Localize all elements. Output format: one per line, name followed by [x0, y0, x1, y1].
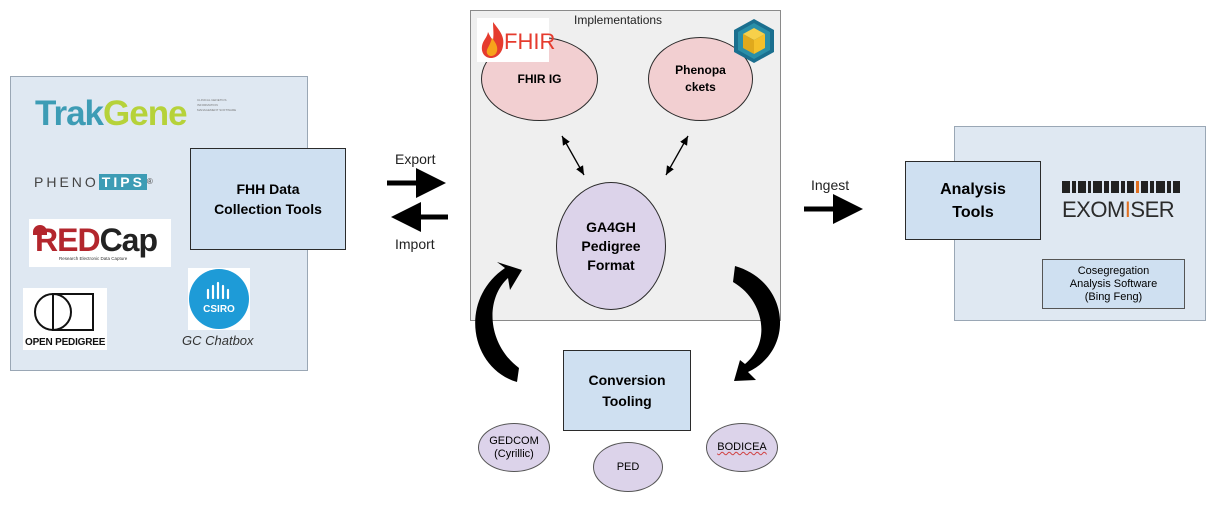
export-label: Export: [395, 151, 436, 167]
conversion-line1: Conversion: [588, 371, 666, 388]
conversion-line2: Tooling: [602, 392, 652, 409]
csiro-icon: CSIRO: [189, 269, 249, 329]
trakgene-logo-part1: Trak: [35, 94, 104, 133]
conversion-tooling-box: Conversion Tooling: [563, 350, 691, 431]
fhh-data-collection-tools-box: FHH Data Collection Tools: [190, 148, 346, 250]
redcap-hat-icon: [33, 225, 47, 235]
ingest-label: Ingest: [811, 177, 850, 193]
coseg-line1: Cosegregation: [1077, 264, 1150, 277]
redcap-subtitle: Research Electronic Data Capture: [59, 256, 128, 261]
redcap-logo-part2: Cap: [99, 222, 158, 258]
ped-label: PED: [616, 460, 640, 473]
trakgene-tagline: CLINICAL GENETICS INFORMATION MANAGEMENT…: [197, 98, 237, 112]
phenopackets-line1: Phenopa: [675, 63, 726, 77]
fhir-flame-icon: [481, 22, 504, 58]
bodicea-format-node: BODICEA: [706, 423, 778, 472]
open-pedigree-symbol-icon: [34, 293, 94, 331]
cosegregation-analysis-box: Cosegregation Analysis Software (Bing Fe…: [1042, 259, 1185, 309]
trakgene-logo: TrakGene CLINICAL GENETICS INFORMATION M…: [35, 94, 236, 134]
phenopackets-ga4gh-double-arrow: [665, 135, 689, 176]
bodicea-label: BODICEA: [717, 441, 767, 453]
ga4gh-line3: Format: [587, 256, 635, 273]
open-pedigree-logo: OPEN PEDIGREE: [23, 288, 107, 350]
ga4gh-line2: Pedigree: [581, 237, 641, 254]
trakgene-logo-part2: Gene: [103, 94, 188, 133]
gc-chatbox-label: GC Chatbox: [182, 333, 254, 348]
fhir-ig-label: FHIR IG: [517, 72, 562, 86]
fhir-ga4gh-double-arrow: [561, 135, 585, 176]
phenotips-registered-mark: ®: [146, 177, 153, 186]
ped-format-node: PED: [593, 442, 663, 492]
coseg-line3: (Bing Feng): [1084, 290, 1143, 303]
fhh-box-line2: Collection Tools: [214, 201, 322, 217]
ga4gh-line1: GA4GH: [586, 218, 636, 235]
analysis-line1: Analysis: [940, 180, 1006, 198]
redcap-logo-part1: RED: [35, 222, 101, 258]
exomiser-part3: SER: [1130, 197, 1175, 222]
csiro-logo: CSIRO: [188, 268, 250, 330]
phenotips-logo-part1: PHENO: [34, 174, 99, 190]
analysis-tools-box: Analysis Tools: [905, 161, 1041, 240]
fhir-logo: FHIR: [477, 18, 555, 62]
ga4gh-pedigree-format-node: GA4GH Pedigree Format: [556, 182, 666, 310]
import-label: Import: [395, 236, 435, 252]
ga4gh-to-conversion-curved-arrow: [733, 266, 781, 381]
fhh-box-line1: FHH Data: [236, 181, 300, 197]
gedcom-line2: (Cyrillic): [494, 447, 534, 460]
gedcom-format-node: GEDCOM (Cyrillic): [478, 423, 550, 472]
redcap-logo: REDCap Research Electronic Data Capture: [29, 219, 171, 267]
analysis-line2: Tools: [952, 203, 994, 221]
exomiser-part2: I: [1124, 197, 1131, 222]
phenopackets-cube-icon: [730, 17, 778, 65]
exomiser-barcode-icon: [1062, 181, 1180, 193]
gedcom-line1: GEDCOM: [489, 434, 539, 447]
conversion-to-ga4gh-curved-arrow: [475, 262, 522, 382]
coseg-line2: Analysis Software: [1069, 277, 1158, 290]
exomiser-logo: EXOMISER: [1062, 181, 1180, 222]
implementations-title: Implementations: [574, 13, 663, 27]
fhir-logo-text: FHIR: [504, 29, 556, 54]
exomiser-part1: EXOM: [1062, 197, 1125, 222]
csiro-label: CSIRO: [203, 304, 235, 315]
phenotips-logo-part2: TIPS: [98, 174, 147, 190]
open-pedigree-label: OPEN PEDIGREE: [25, 337, 106, 348]
phenopackets-line2: ckets: [685, 80, 716, 94]
